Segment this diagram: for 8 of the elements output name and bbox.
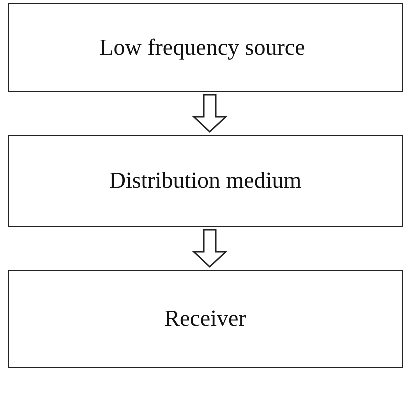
- process-box: [8, 135, 403, 227]
- process-box: [8, 3, 403, 92]
- box-label: Low frequency source: [100, 34, 306, 60]
- box-label: Distribution medium: [109, 168, 302, 194]
- process-box: [8, 270, 403, 368]
- block-arrow: [192, 229, 228, 268]
- block-arrow: [192, 94, 228, 134]
- box-label: Receiver: [164, 306, 246, 332]
